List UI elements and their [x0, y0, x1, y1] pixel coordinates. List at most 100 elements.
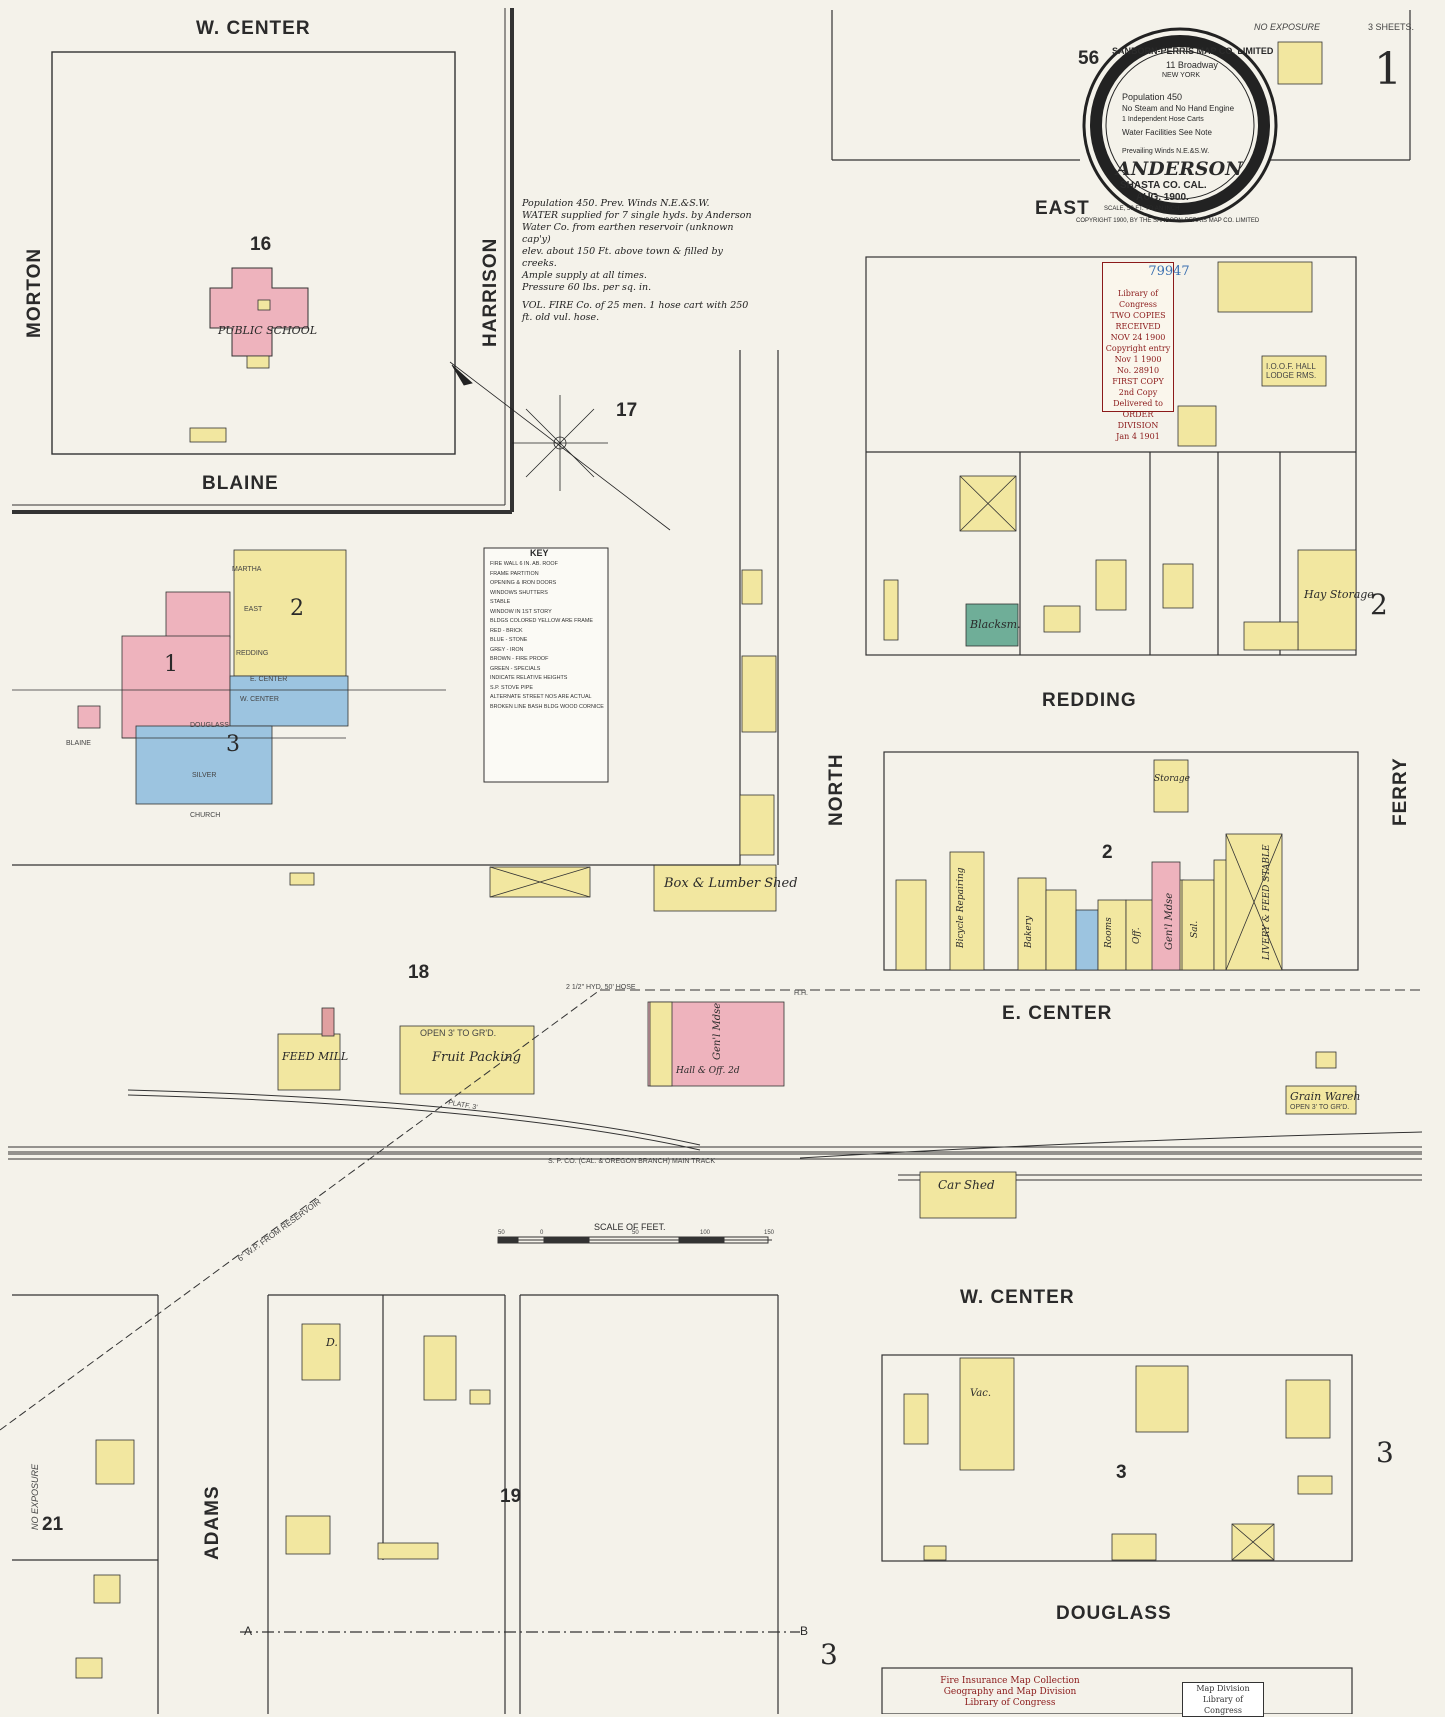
label-genl-mdse-2: Gen'l Mdse	[712, 1002, 723, 1060]
scale-tick-2: 50	[632, 1230, 639, 1236]
block-number-18: 18	[408, 962, 430, 983]
index-street-w-center: W. CENTER	[240, 696, 279, 703]
block-number-3: 3	[1116, 1462, 1127, 1483]
seal-water: Water Facilities See Note	[1122, 128, 1212, 137]
compass-rose	[449, 361, 671, 531]
seal-county: SHASTA CO. CAL.	[1120, 180, 1207, 191]
label-bicycle-repairing: Bicycle Repairing	[956, 867, 966, 948]
block-number-2: 2	[1102, 842, 1113, 863]
label-car-shed: Car Shed	[938, 1178, 995, 1192]
block-16	[12, 8, 514, 514]
section-marker-b: B	[800, 1624, 809, 1638]
label-dwelling: D.	[326, 1336, 338, 1349]
seal-engine: No Steam and No Hand Engine	[1122, 104, 1235, 113]
index-street-east: EAST	[244, 606, 263, 613]
copyright-stamp	[1102, 262, 1174, 412]
index-map	[12, 549, 446, 805]
seal-hose: 1 Independent Hose Carts	[1122, 116, 1204, 123]
public-school-building	[189, 267, 309, 443]
adjoining-sheet-2: 2	[1370, 588, 1388, 621]
seal-date: AUG. 1900.	[1136, 192, 1189, 203]
label-saloon: Sal.	[1190, 920, 1200, 938]
bottom-blocks	[12, 1294, 1353, 1714]
scale-tick-3: 100	[700, 1230, 711, 1236]
label-rooms: Rooms	[1104, 917, 1114, 948]
seal-population: Population 450	[1122, 92, 1183, 102]
street-e-center: E. CENTER	[1002, 1003, 1113, 1024]
street-w-center-bottom: W. CENTER	[960, 1287, 1075, 1308]
hydrant-label: 2 1/2" HYD. 50' HOSE	[566, 984, 636, 991]
section-marker-a: A	[244, 1624, 253, 1638]
label-bakery: Bakery	[1024, 915, 1034, 948]
label-vacant: Vac.	[970, 1388, 992, 1399]
street-harrison: HARRISON	[480, 237, 501, 347]
label-fruit-packing: Fruit Packing	[432, 1050, 522, 1065]
street-morton: MORTON	[24, 247, 45, 338]
label-office: Off.	[1132, 927, 1142, 944]
index-street-redding: REDDING	[236, 650, 269, 657]
seal-copyright: COPYRIGHT 1900, BY THE SANBORN-PERRIS MA…	[1076, 218, 1260, 224]
label-fruit-packing-open: OPEN 3' TO GR'D.	[420, 1028, 497, 1038]
street-north: NORTH	[826, 753, 847, 826]
seal-company: SANBORN-PERRIS MAP CO. LIMITED	[1112, 46, 1274, 56]
seal-city: NEW YORK	[1162, 72, 1200, 79]
index-sheet-1: 1	[164, 652, 178, 677]
railroad-tracks	[0, 989, 1423, 1431]
label-blacksmith: Blacksm.	[970, 618, 1021, 631]
scale-tick-0: 50	[498, 1230, 505, 1236]
adjoining-sheet-3-bottom: 3	[820, 1638, 838, 1671]
block-number-56: 56	[1078, 48, 1100, 69]
street-adams: ADAMS	[202, 1485, 223, 1560]
label-box-lumber-shed: Box & Lumber Shed	[664, 876, 798, 891]
seal-town: ANDERSON	[1116, 158, 1243, 180]
index-street-douglass: DOUGLASS	[190, 722, 229, 729]
label-hay-storage: Hay Storage	[1304, 588, 1374, 601]
label-feed-mill: FEED MILL	[282, 1050, 349, 1063]
index-sheet-3: 3	[226, 732, 240, 757]
sheets-total: 3 SHEETS.	[1368, 22, 1415, 32]
seal-winds: Prevailing Winds N.E.&S.W.	[1122, 148, 1210, 155]
block-18	[12, 864, 785, 1095]
no-exposure-left: NO EXPOSURE	[30, 1463, 40, 1530]
key-legend-box	[483, 547, 609, 783]
street-w-center-top: W. CENTER	[196, 18, 311, 39]
label-ioof-hall: I.O.O.F. HALL LODGE RMS.	[1266, 362, 1317, 380]
street-east: EAST	[1035, 198, 1090, 219]
scale-tick-1: 0	[540, 1230, 544, 1236]
label-genl-mdse: Gen'l Mdse	[1164, 892, 1175, 950]
seal-scale: SCALE, 50 FT. TO AN INCH	[1104, 206, 1180, 212]
index-street-blaine: BLAINE	[66, 740, 91, 747]
index-street-martha: MARTHA	[232, 566, 262, 573]
scale-tick-4: 150	[764, 1230, 775, 1236]
label-hall-off: Hall & Off. 2d	[676, 1066, 740, 1076]
block-number-19: 19	[500, 1486, 522, 1507]
adjoining-sheet-3-right: 3	[1376, 1436, 1394, 1469]
index-street-silver: SILVER	[192, 772, 217, 779]
index-sheet-2: 2	[290, 596, 304, 621]
sheet-number: 1	[1374, 44, 1402, 95]
block-56	[831, 10, 1411, 161]
street-blaine: BLAINE	[202, 473, 279, 494]
no-exposure-top: NO EXPOSURE	[1254, 22, 1321, 32]
street-ferry: FERRY	[1390, 757, 1411, 826]
block-number-21: 21	[42, 1514, 64, 1535]
label-public-school: PUBLIC SCHOOL	[218, 324, 318, 337]
key-title: KEY	[530, 548, 549, 558]
block-number-17: 17	[616, 400, 638, 421]
water-supply-note: Population 450. Prev. Winds N.E.&S.W.WAT…	[522, 198, 752, 323]
block-17-strip	[289, 350, 779, 912]
street-redding: REDDING	[1042, 690, 1137, 711]
scale-label: SCALE OF FEET.	[594, 1222, 666, 1232]
label-grain-open: OPEN 3' TO GR'D.	[1290, 1104, 1350, 1111]
label-grain-warehouse: Grain Wareh	[1290, 1090, 1361, 1103]
title-seal	[1082, 27, 1278, 223]
street-douglass: DOUGLASS	[1056, 1603, 1172, 1624]
scale-bar	[497, 1236, 772, 1244]
railroad-label: S. P. CO. (CAL. & OREGON BRANCH) MAIN TR…	[548, 1158, 715, 1165]
seal-address: 11 Broadway	[1166, 60, 1218, 70]
